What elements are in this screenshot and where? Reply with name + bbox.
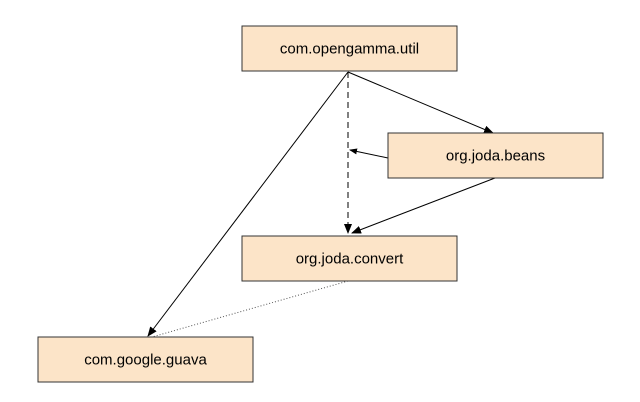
node-box	[387, 132, 604, 179]
node-com-google-guava[interactable]: com.google.guava	[37, 336, 254, 383]
edge-util-to-guava	[147, 71, 349, 337]
edge-beans-to-util-convert-edge	[349, 148, 389, 159]
node-label: org.joda.convert	[296, 251, 404, 268]
node-box	[241, 25, 458, 72]
node-com-opengamma-util[interactable]: com.opengamma.util	[241, 25, 458, 72]
edge-convert-to-guava	[151, 280, 349, 338]
node-box	[37, 336, 254, 383]
node-label: org.joda.beans	[446, 148, 545, 165]
node-box	[241, 235, 458, 282]
node-org-joda-convert[interactable]: org.joda.convert	[241, 235, 458, 282]
node-org-joda-beans[interactable]: org.joda.beans	[387, 132, 604, 179]
edge-util-to-beans	[347, 71, 494, 134]
node-label: com.opengamma.util	[280, 41, 419, 58]
edge-beans-to-convert	[351, 177, 496, 234]
edges-group	[147, 71, 496, 338]
node-label: com.google.guava	[84, 352, 207, 369]
